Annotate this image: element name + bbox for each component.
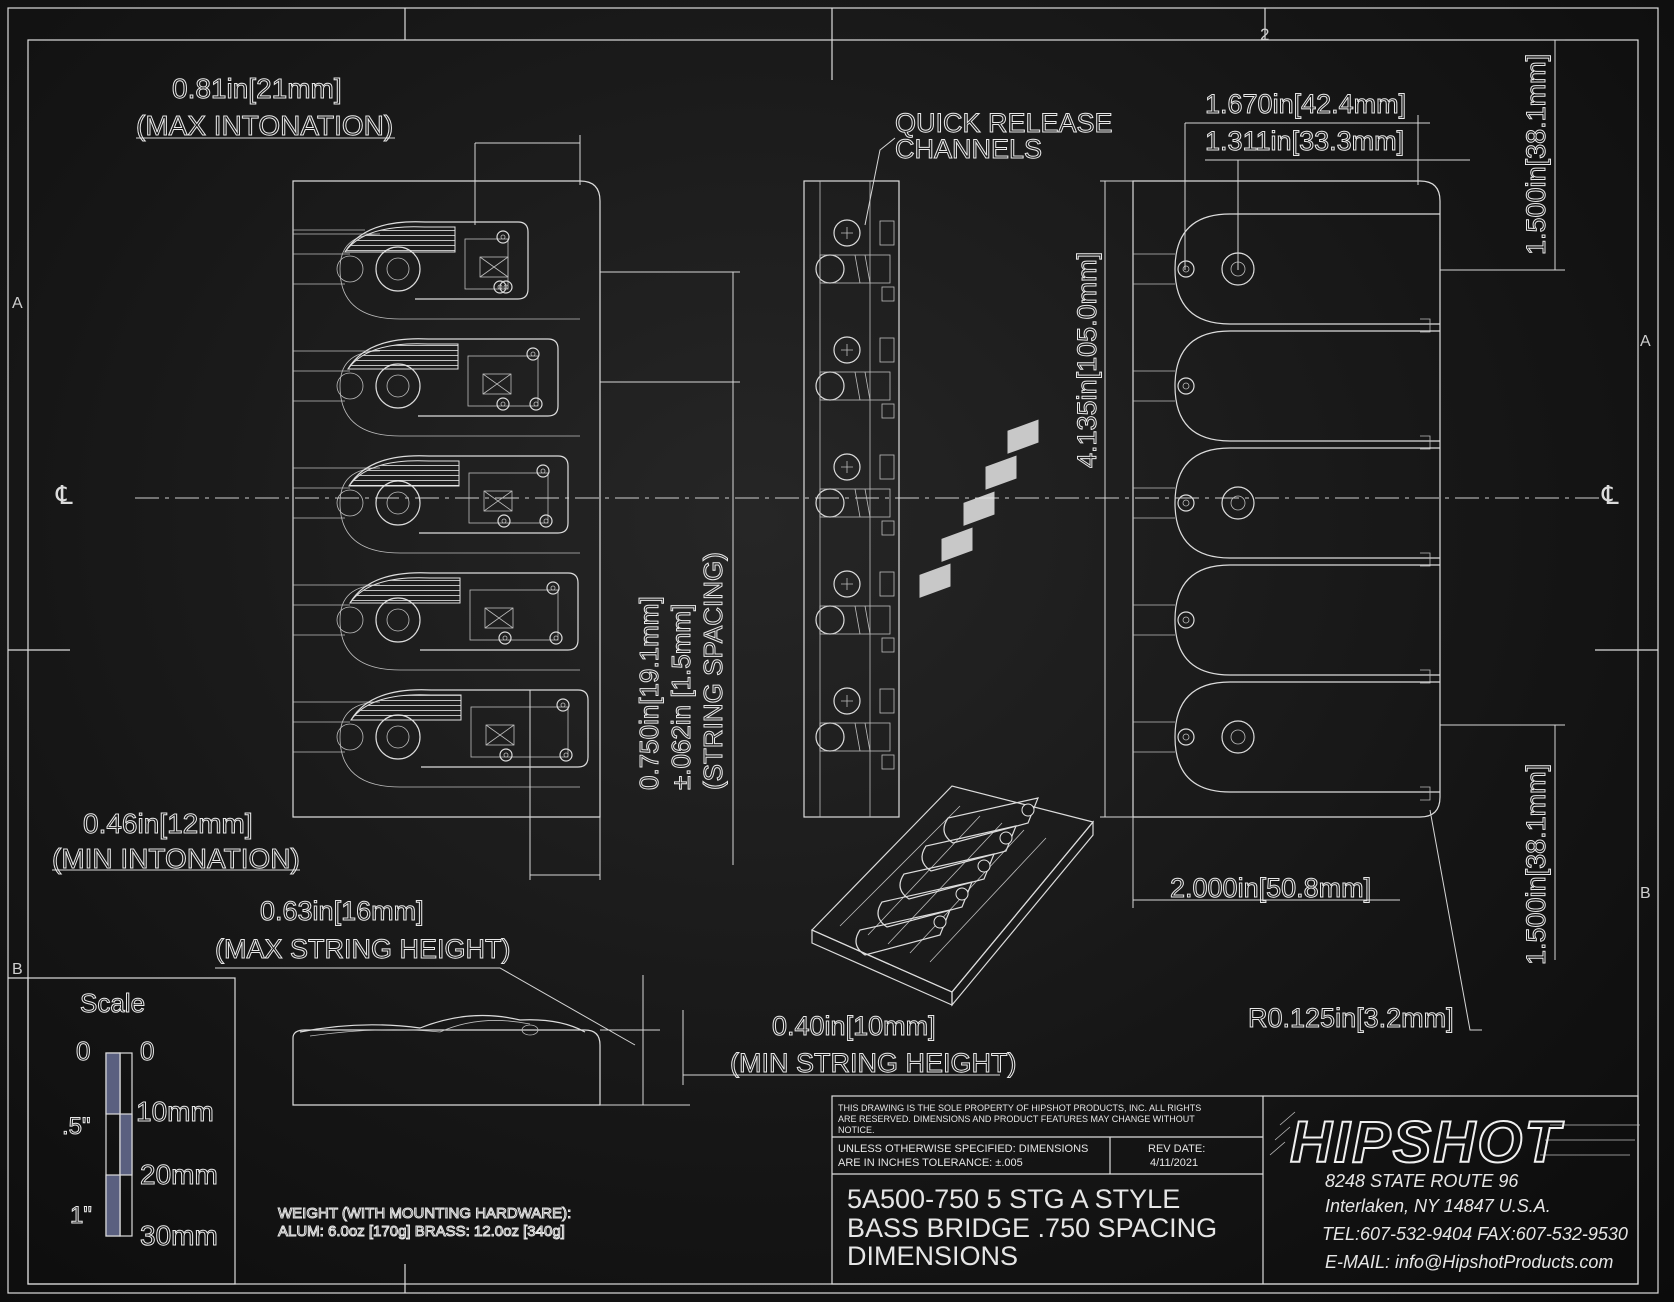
dimension-lines: [52, 39, 1565, 1106]
centerline-symbol-left: ℄: [55, 480, 73, 510]
hipshot-logo: HIPSHOT: [1269, 1109, 1640, 1176]
zone-label-right-b: B: [1640, 885, 1651, 902]
dim-min-intonation-label: (MIN INTONATION): [52, 843, 300, 874]
scale-mm-30: 30mm: [140, 1220, 218, 1251]
dim-height-top: 1.500in[38.1mm]: [1521, 54, 1551, 255]
base-slot: [1133, 330, 1440, 450]
property-notice-2: ARE RESERVED. DIMENSIONS AND PRODUCT FEA…: [838, 1114, 1195, 1124]
bridge-top-view: [292, 180, 601, 818]
company-address-1: 8248 STATE ROUTE 96: [1325, 1171, 1519, 1191]
drawing-frame: [7, 7, 1659, 1294]
scale-title: Scale: [80, 988, 145, 1018]
dim-radius: R0.125in[3.2mm]: [1248, 1003, 1454, 1033]
quick-release-label-1: QUICK RELEASE: [895, 108, 1113, 138]
property-notice-3: NOTICE.: [838, 1125, 875, 1135]
zone-label-right-a: A: [1640, 333, 1651, 350]
dim-max-intonation-value: 0.81in[21mm]: [172, 73, 342, 104]
scale-box: [27, 977, 236, 1285]
iso-saddle: [921, 455, 1017, 872]
bridge-isometric-view: [810, 419, 1095, 1007]
dim-spacing-line2: ±.062in [1.5mm]: [666, 604, 696, 790]
bridge-profile-view: [292, 1014, 601, 1106]
company-phone: TEL:607-532-9404 FAX:607-532-9530: [1322, 1224, 1628, 1244]
dim-height-bottom: 1.500in[38.1mm]: [1521, 764, 1551, 965]
scale-mm-10: 10mm: [136, 1096, 214, 1127]
saddle: [293, 572, 580, 671]
iso-saddle: [899, 491, 995, 900]
dim-width-1670: 1.670in[42.4mm]: [1205, 89, 1406, 119]
company-address-2: Interlaken, NY 14847 U.S.A.: [1325, 1196, 1551, 1216]
side-screw: [815, 453, 895, 536]
quick-release-label-2: CHANNELS: [895, 134, 1042, 164]
dim-max-string-height-label: (MAX STRING HEIGHT): [215, 934, 511, 964]
scale-inch-1: 1": [70, 1202, 92, 1229]
zone-label-left-b: B: [12, 961, 23, 978]
dim-min-string-height-label: (MIN STRING HEIGHT): [730, 1048, 1016, 1078]
dim-width-2000: 2.000in[50.8mm]: [1170, 873, 1371, 903]
dim-min-intonation-value: 0.46in[12mm]: [83, 808, 253, 839]
weight-line-1: WEIGHT (WITH MOUNTING HARDWARE):: [278, 1205, 571, 1222]
zone-label-left-a: A: [12, 295, 23, 312]
base-slot: [1133, 447, 1440, 567]
base-slot: [1133, 681, 1440, 801]
iso-saddle: [855, 563, 951, 956]
dim-max-string-height-value: 0.63in[16mm]: [260, 896, 424, 926]
rev-date-label: REV DATE:: [1148, 1143, 1205, 1155]
dim-spacing-line3: (STRING SPACING): [698, 552, 728, 790]
side-screw: [815, 570, 895, 653]
iso-saddle: [877, 527, 973, 928]
scale-mm-20: 20mm: [140, 1159, 218, 1190]
side-screw: [815, 687, 895, 770]
scale-inch-0: 0: [76, 1036, 90, 1066]
zone-label-top: 2: [1260, 25, 1269, 44]
base-slot: [1133, 564, 1440, 684]
iso-saddle: [943, 419, 1039, 844]
dim-width-1311: 1.311in[33.3mm]: [1205, 126, 1404, 156]
dim-spacing-line1: 0.750in[19.1mm]: [634, 596, 664, 790]
tolerance-line-1: UNLESS OTHERWISE SPECIFIED: DIMENSIONS: [838, 1143, 1088, 1155]
tolerance-line-2: ARE IN INCHES TOLERANCE: ±.005: [838, 1157, 1023, 1169]
company-email: E-MAIL: info@HipshotProducts.com: [1325, 1252, 1613, 1272]
part-title-line-3: DIMENSIONS: [847, 1241, 1018, 1271]
side-screw: [815, 219, 895, 302]
part-title-line-1: 5A500-750 5 STG A STYLE: [847, 1184, 1180, 1214]
weight-line-2: ALUM: 6.0oz [170g] BRASS: 12.0oz [340g]: [278, 1223, 565, 1240]
saddle: [293, 338, 580, 437]
scale-inch-half: .5": [62, 1113, 91, 1140]
rev-date-value: 4/11/2021: [1150, 1157, 1198, 1169]
bridge-base-view: [1132, 180, 1441, 818]
title-block: [831, 1095, 1639, 1285]
dim-string-spacing: 0.750in[19.1mm] ±.062in [1.5mm] (STRING …: [634, 552, 729, 791]
saddle: [293, 221, 580, 320]
bridge-side-view: [803, 180, 900, 818]
property-notice-1: THIS DRAWING IS THE SOLE PROPERTY OF HIP…: [838, 1103, 1201, 1113]
saddle: [293, 455, 580, 554]
side-screw: [815, 336, 895, 419]
saddle: [293, 689, 589, 788]
dim-min-string-height-value: 0.40in[10mm]: [772, 1011, 936, 1041]
dim-length: 4.135in[105.0mm]: [1072, 252, 1102, 468]
part-title-line-2: BASS BRIDGE .750 SPACING: [847, 1213, 1217, 1243]
dim-max-intonation-label: (MAX INTONATION): [136, 110, 393, 141]
base-slot: [1133, 213, 1440, 333]
logo-text: HIPSHOT: [1290, 1110, 1564, 1175]
scale-mm-0: 0: [140, 1036, 154, 1066]
centerline-symbol-right: ℄: [1601, 480, 1619, 510]
